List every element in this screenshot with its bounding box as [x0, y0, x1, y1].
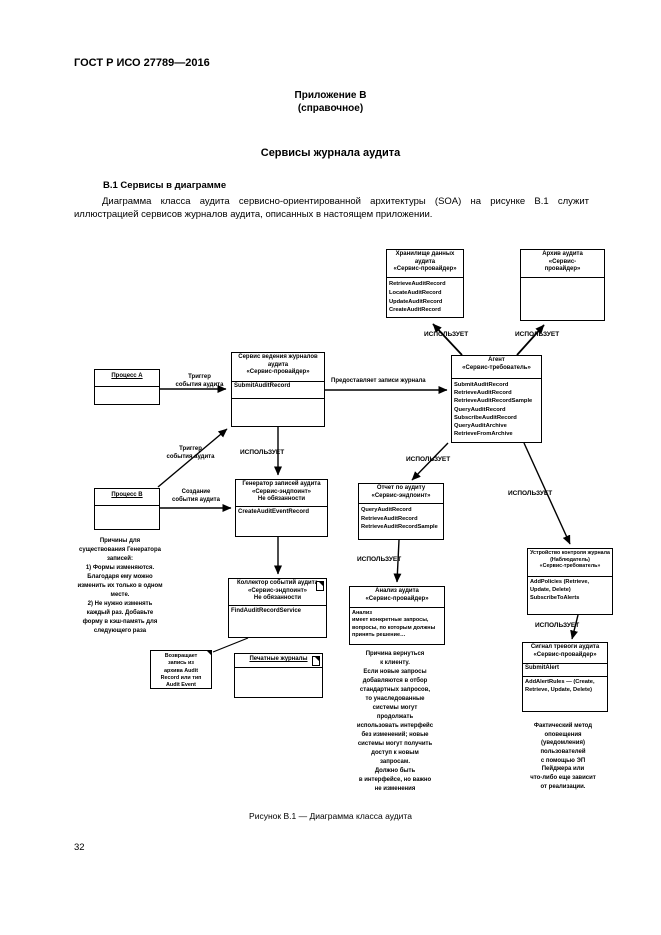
class-operations-secondary: AddAlertRules — (Create, Retrieve, Updat… — [523, 676, 607, 711]
class-empty-compartment — [521, 277, 604, 320]
class-operations: QueryAuditRecord RetrieveAuditRecord Ret… — [359, 503, 443, 539]
class-title: Коллектор событий аудита «Сервис-эндпоин… — [236, 580, 319, 601]
label-uses-report: ИСПОЛЬЗУЕТ — [406, 456, 451, 463]
label-provides-records: Предоставляет записи журнала — [331, 378, 426, 384]
label-create-event: Создание события аудита — [172, 489, 220, 503]
class-operations: SubmitAuditRecord RetrieveAuditRecord Re… — [452, 378, 541, 442]
class-empty-compartment — [95, 386, 159, 404]
label-uses-generator: ИСПОЛЬЗУЕТ — [240, 449, 285, 456]
uml-artifact-printed-logs: Печатные журналы — [234, 653, 323, 698]
section-heading: В.1 Сервисы в диаграмме — [103, 180, 227, 191]
class-operations: SubmitAuditRecord — [232, 381, 324, 398]
class-operations: FindAuditRecordService — [229, 605, 326, 637]
connector-agent-archive — [516, 324, 545, 356]
uml-class-audit-analysis: Анализ аудита «Сервис-провайдер» Анализ … — [349, 586, 445, 645]
label-uses-repository: ИСПОЛЬЗУЕТ — [424, 331, 469, 338]
body-paragraph: Диаграмма класса аудита сервисно-ориенти… — [74, 196, 589, 220]
class-operations: CreateAuditEventRecord — [236, 506, 327, 536]
class-body-text: Анализ имеет конкретные запросы, вопросы… — [350, 607, 444, 644]
class-title: Архив аудита «Сервис- провайдер» — [542, 251, 583, 272]
class-title: Печатные журналы — [249, 656, 308, 662]
annex-type: (справочное) — [297, 103, 364, 114]
uml-class-audit-trail-monitor: Устройство контроля журнала (Наблюдатель… — [527, 548, 613, 615]
note-alert-method: Фактический метод оповещения (уведомлени… — [530, 723, 596, 790]
class-title: Анализ аудита «Сервис-провайдер» — [365, 588, 429, 602]
class-empty-compartment — [232, 398, 324, 426]
page-title: Сервисы журнала аудита — [260, 147, 401, 159]
label-uses-archive: ИСПОЛЬЗУЕТ — [515, 331, 560, 338]
class-operations: AddPolicies (Retrieve, Update, Delete) S… — [528, 576, 612, 614]
uml-class-process-b: Процесс В — [94, 488, 160, 530]
class-operations-primary: SubmitAlert — [523, 663, 607, 676]
uml-class-audit-alert-service: Сигнал тревоги аудита «Сервис-провайдер»… — [522, 642, 608, 712]
label-uses-alert: ИСПОЛЬЗУЕТ — [535, 622, 580, 629]
class-title: Процесс А — [111, 373, 143, 379]
label-uses-analysis: ИСПОЛЬЗУЕТ — [357, 556, 402, 563]
uml-class-audit-record-generator: Генератор записей аудита «Сервис-эндпоин… — [235, 479, 328, 537]
uml-class-audit-repository: Хранилище данных аудита «Сервис-провайде… — [386, 249, 464, 318]
uml-class-log-keeping-service: Сервис ведения журналов аудита «Сервис-п… — [231, 352, 325, 427]
label-trigger-event-b: Триггер события аудита — [166, 446, 215, 460]
document-icon — [312, 656, 320, 666]
uml-class-process-a: Процесс А — [94, 369, 160, 405]
uml-class-audit-report: Отчет по аудиту «Сервис-эндпоинт» QueryA… — [358, 483, 444, 540]
note-returns-record: Возвращает запись из архива Audit Record… — [150, 650, 212, 689]
figure-caption: Рисунок В.1 — Диаграмма класса аудита — [249, 811, 412, 821]
annex-heading: Приложение В — [294, 90, 367, 101]
class-title: Хранилище данных аудита «Сервис-провайде… — [393, 251, 457, 272]
label-uses-monitor: ИСПОЛЬЗУЕТ — [508, 490, 553, 497]
note-generator-reasons: Причины для существования Генератора зап… — [77, 538, 163, 634]
class-title: Сигнал тревоги аудита «Сервис-провайдер» — [530, 644, 600, 658]
uml-class-audit-event-collector: Коллектор событий аудита «Сервис-эндпоин… — [228, 578, 327, 638]
class-title: Процесс В — [111, 492, 143, 498]
class-title: Отчет по аудиту «Сервис-эндпоинт» — [371, 485, 431, 499]
connector-collector-note — [212, 637, 249, 653]
note-client-reason: Причина вернуться к клиенту. Если новые … — [356, 651, 434, 792]
document-icon — [316, 581, 324, 591]
page-number: 32 — [74, 842, 85, 853]
class-title: Генератор записей аудита «Сервис-эндпоин… — [242, 481, 321, 502]
class-operations: RetrieveAuditRecord LocateAuditRecord Up… — [387, 277, 463, 317]
doc-code: ГОСТ Р ИСО 27789—2016 — [74, 57, 210, 69]
uml-class-agent: Агент «Сервис-требователь» SubmitAuditRe… — [451, 355, 542, 443]
class-empty-compartment — [95, 505, 159, 529]
label-trigger-event-a: Триггер события аудита — [175, 374, 224, 388]
class-empty-compartment — [235, 667, 322, 697]
class-title: Сервис ведения журналов аудита «Сервис-п… — [238, 354, 318, 375]
class-title: Агент «Сервис-требователь» — [462, 357, 531, 371]
uml-class-audit-archive: Архив аудита «Сервис- провайдер» — [520, 249, 605, 321]
connector-agent-repository — [432, 323, 463, 356]
class-title: Устройство контроля журнала (Наблюдатель… — [530, 550, 610, 570]
